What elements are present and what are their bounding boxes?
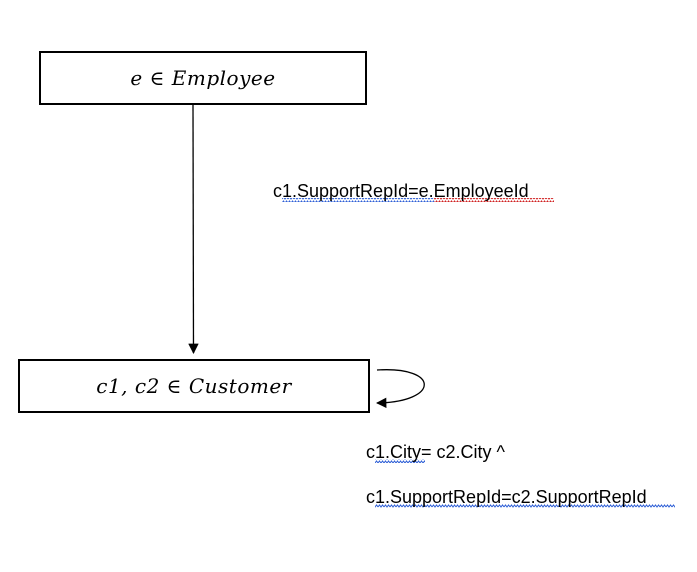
edge-employee-to-customer xyxy=(188,104,199,355)
customer-node-label: c1, c2 ∈ Customer xyxy=(96,374,292,398)
customer-self-join-condition-city: c1.City= c2.City ^ xyxy=(366,442,505,462)
customer-node: c1, c2 ∈ Customer xyxy=(18,359,370,413)
employee-node-label: e ∈ Employee xyxy=(130,66,276,90)
employee-node: e ∈ Employee xyxy=(39,51,367,105)
customer-self-join-condition-supportrep: c1.SupportRepId=c2.SupportRepId xyxy=(366,487,647,507)
edge-customer-self-loop xyxy=(375,369,425,409)
employee-customer-join-condition: c1.SupportRepId=e.EmployeeId xyxy=(273,181,529,201)
